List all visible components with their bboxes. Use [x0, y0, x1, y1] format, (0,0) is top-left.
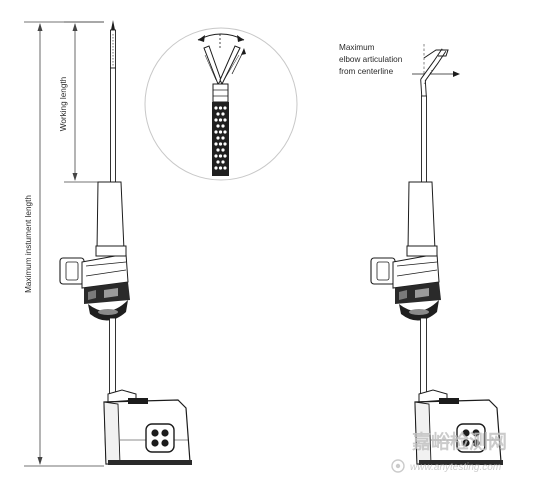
housing-clamp: [59, 245, 130, 321]
articulated-lower-shaft: [420, 317, 427, 395]
elbow-label-line-1: Maximum: [339, 43, 375, 52]
instrument-articulated: [370, 48, 503, 465]
dimension-working-length: Working length: [59, 21, 104, 183]
instrument-shaft: [110, 67, 116, 183]
lower-shaft: [109, 317, 116, 395]
watermark-cn-text: 嘉峪检测网: [411, 430, 507, 453]
working-length-label: Working length: [59, 76, 68, 131]
articulated-motor-pack: [414, 389, 503, 465]
articulated-housing: [370, 245, 441, 321]
cannula-sleeve: [96, 181, 125, 251]
wrist-linkage: [212, 83, 229, 103]
watermark-logo-icon: [391, 459, 405, 473]
instrument-tip: [110, 20, 116, 69]
jaw-right: [219, 45, 241, 86]
articulated-cannula: [407, 181, 436, 251]
elbow-annotation: Maximum elbow articulation from centerli…: [339, 43, 460, 96]
jaw-left: [203, 45, 222, 86]
watermark: 嘉峪检测网 www.anytesting.com: [391, 430, 507, 473]
max-instrument-length-label: Maximum instument length: [24, 195, 33, 293]
articulated-tip: [420, 48, 449, 97]
motor-pack: [103, 389, 192, 465]
instrument-straight: [59, 20, 192, 465]
elbow-label-line-3: from centerline: [339, 67, 394, 76]
perforated-shaft: [212, 102, 229, 176]
elbow-label-line-2: elbow articulation: [339, 55, 403, 64]
watermark-url-text: www.anytesting.com: [410, 462, 501, 473]
articulated-shaft: [421, 95, 427, 183]
jaw-detail-zoom: [144, 27, 298, 181]
